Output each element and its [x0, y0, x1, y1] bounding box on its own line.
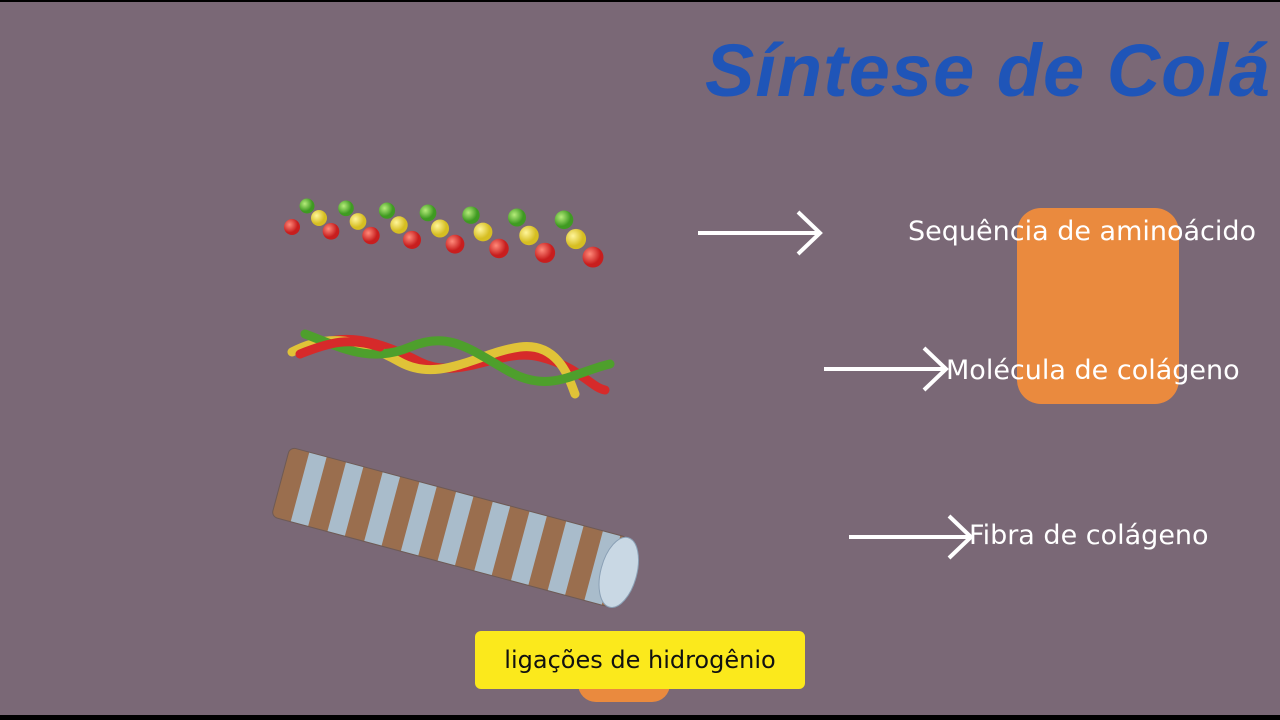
bead-red: [489, 238, 509, 259]
bead-yellow: [565, 228, 587, 250]
bead-red: [362, 226, 380, 245]
bead-yellow: [519, 225, 539, 246]
bead-red: [582, 246, 604, 268]
slide-title: Síntese de Colá: [705, 29, 1272, 112]
bead-yellow: [311, 210, 327, 226]
bead-yellow: [473, 222, 493, 242]
label-collagen-molecule: Molécula de colágeno: [946, 355, 1240, 386]
collagen-fiber-image: [272, 447, 639, 608]
bead-green: [462, 206, 480, 224]
bead-red: [534, 242, 556, 263]
bead-green: [508, 208, 526, 227]
label-amino-acid-sequence: Sequência de aminoácido: [908, 216, 1257, 247]
bead-red: [445, 234, 465, 254]
bead-green: [378, 202, 396, 219]
bead-green: [419, 204, 437, 222]
bead-red: [284, 219, 300, 235]
bead-yellow: [349, 213, 367, 230]
bead-green: [299, 198, 315, 214]
subtitle-caption: ligações de hidrogênio: [475, 631, 805, 689]
orange-highlight-box: [1017, 208, 1179, 404]
arrow-right-icon: [849, 514, 974, 560]
label-collagen-fiber: Fibra de colágeno: [969, 520, 1209, 551]
amino-acid-sequence-image: [284, 198, 604, 268]
bead-yellow: [390, 216, 408, 234]
bead-red: [402, 230, 422, 249]
bead-green: [338, 200, 354, 217]
bead-green: [554, 210, 574, 230]
bead-red: [322, 222, 340, 240]
bead-yellow: [430, 219, 450, 238]
collagen-triple-helix-image: [287, 329, 615, 399]
arrow-right-icon: [824, 346, 949, 392]
arrow-right-icon: [698, 210, 823, 256]
